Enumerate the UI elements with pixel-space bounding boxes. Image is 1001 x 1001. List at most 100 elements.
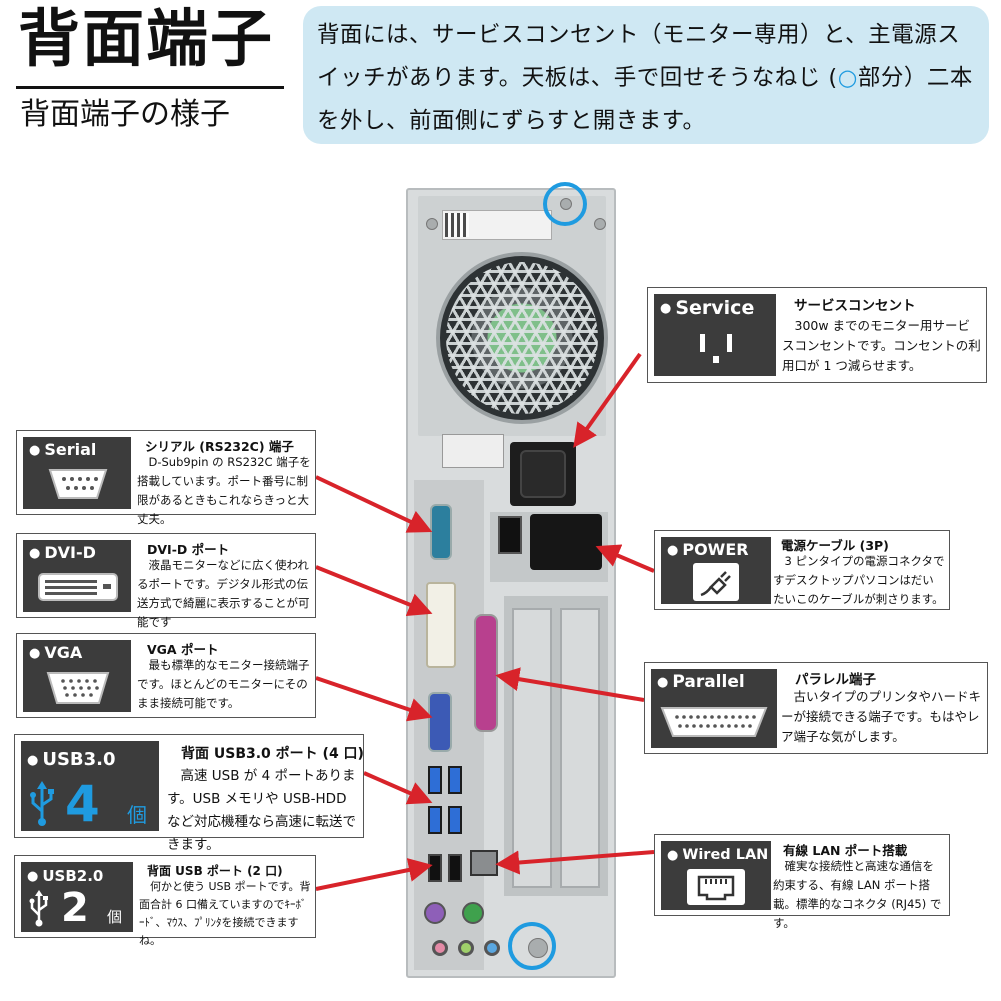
arrow-power: [595, 544, 655, 573]
usb3-port: [448, 766, 462, 794]
service-outlet: [510, 442, 576, 506]
screw-marker-glyph: ○: [837, 65, 858, 91]
callout-dvi: ●DVI-D DVI-D ポート 液晶モニターなどに広く使われるポートです。デジ…: [16, 533, 316, 629]
tag-label: VGA: [44, 643, 83, 662]
callout-title: 電源ケーブル (3P): [781, 538, 889, 553]
tag-vga: ●VGA: [23, 640, 131, 712]
parallel-port-icon: [660, 707, 768, 737]
callout-title: VGA ポート: [147, 642, 219, 657]
screw-marker-ring: [543, 182, 587, 226]
slot-cover: [512, 608, 552, 888]
arrow-vga: [315, 676, 433, 722]
tag-label: Wired LAN: [682, 847, 769, 863]
tag-usb3: ●USB3.0 4 個: [21, 741, 159, 831]
callout-title: DVI-D ポート: [147, 542, 230, 557]
callout-serial: ●Serial シリアル (RS232C) 端子 D-Sub9pin の RS2…: [16, 430, 316, 526]
callout-power: ●POWER 電源ケーブル (3P) 3 ピンタイプの電源コネクタですデスクトッ…: [654, 530, 950, 610]
dvi-port-icon: [38, 573, 118, 601]
cooling-fan: [436, 252, 608, 424]
callout-title: 有線 LAN ポート搭載: [783, 843, 908, 858]
callout-usb2: ●USB2.0 2 個 背面 USB ポート (2 口) 何かと使う USB ポ…: [14, 855, 316, 947]
intro-text-cont: 部分）二本を外し、前面側にずらすと開きます。: [317, 65, 973, 134]
serial-number-sticker: [442, 210, 552, 240]
power-plug-icon: [693, 563, 739, 601]
callout-title: パラレル端子: [795, 672, 876, 688]
vga-port: [428, 692, 452, 752]
tag-label: USB3.0: [42, 749, 116, 770]
usb-icon: [29, 890, 48, 927]
ps2-keyboard-port: [424, 902, 446, 924]
tag-label: Service: [675, 297, 755, 319]
tag-service: ●Service: [654, 294, 776, 376]
power-inlet: [530, 514, 602, 570]
callout-parallel: ●Parallel パラレル端子 古いタイプのプリンタやハードキーが接続できる端…: [644, 662, 988, 754]
audio-in-jack: [484, 940, 500, 956]
serial-port-icon: [48, 469, 108, 499]
tag-label: POWER: [682, 540, 749, 559]
warning-label: [442, 434, 504, 468]
arrow-dvi: [315, 565, 433, 616]
tag-lan: ●Wired LAN: [661, 841, 771, 910]
callout-title: 背面 USB3.0 ポート (4 口): [181, 746, 364, 762]
tag-parallel: ●Parallel: [651, 669, 777, 748]
usb2-unit: 個: [107, 908, 123, 926]
outlet-face: [520, 450, 566, 498]
callout-body: 300w までのモニター用サービスコンセントです。コンセントの利用口が 1 つ減…: [782, 318, 981, 373]
arrow-usb2: [315, 858, 433, 891]
usb3-unit: 個: [127, 803, 147, 827]
intro-text-box: 背面には、サービスコンセント（モニター専用）と、主電源スイッチがあります。天板は…: [303, 6, 989, 144]
screw-icon: [426, 218, 438, 230]
callout-title: シリアル (RS232C) 端子: [145, 439, 294, 454]
ps2-mouse-port: [462, 902, 484, 924]
callout-title: 背面 USB ポート (2 口): [147, 864, 283, 878]
arrow-parallel: [495, 667, 645, 702]
lan-port-icon: [687, 869, 745, 905]
tag-usb2: ●USB2.0 2 個: [21, 862, 133, 932]
qr-code: [445, 213, 469, 237]
pc-rear-panel: [406, 188, 616, 978]
usb2-count: 2: [61, 885, 89, 931]
screw-marker-ring: [508, 922, 556, 970]
callout-title: サービスコンセント: [794, 298, 916, 314]
callout-body: 何かと使う USB ポートです。背面合計 6 口備えていますのでｷｰﾎﾞｰﾄﾞ、…: [139, 880, 311, 947]
page-title: 背面端子: [18, 2, 275, 75]
tag-label: Parallel: [672, 672, 745, 692]
title-underline: [16, 86, 284, 89]
lan-port: [470, 850, 498, 876]
callout-body: 最も標準的なモニター接続端子です。ほとんどのモニターにそのまま接続可能です。: [137, 658, 310, 710]
usb3-port: [448, 806, 462, 834]
tag-serial: ●Serial: [23, 437, 131, 509]
psu-panel: [490, 512, 608, 582]
psu-area: [418, 196, 608, 436]
callout-lan: ●Wired LAN 有線 LAN ポート搭載 確実な接続性と高速な通信を約束す…: [654, 834, 950, 930]
callout-body: 古いタイプのプリンタやハードキーが接続できる端子です。もはやレア端子な気がします…: [781, 689, 982, 744]
usb-icon: [30, 781, 54, 826]
callout-vga: ●VGA VGA ポート 最も標準的なモニター接続端子です。ほとんどのモニターに…: [16, 633, 316, 718]
audio-mic-jack: [432, 940, 448, 956]
screw-icon: [594, 218, 606, 230]
audio-out-jack: [458, 940, 474, 956]
usb3-port: [428, 806, 442, 834]
usb3-count: 4: [65, 775, 100, 833]
intro-text: 背面には、サービスコンセント（モニター専用）と、主電源スイッチがあります。天板は…: [317, 22, 961, 91]
slot-cover: [560, 608, 600, 888]
arrow-lan: [495, 850, 655, 875]
tag-dvi: ●DVI-D: [23, 540, 131, 612]
page-subtitle: 背面端子の様子: [20, 97, 230, 132]
main-power-switch: [498, 516, 522, 554]
arrow-service: [573, 352, 642, 448]
callout-service: ●Service サービスコンセント 300w までのモニター用サービスコンセン…: [647, 287, 987, 383]
callout-body: 液晶モニターなどに広く使われるポートです。デジタル形式の伝送方式で綺麗に表示する…: [137, 558, 310, 629]
tag-power: ●POWER: [661, 537, 771, 604]
vga-port-icon: [46, 672, 110, 704]
outlet-icon: [700, 334, 732, 363]
callout-body: 高速 USB が 4 ポートあります。USB メモリや USB-HDD など対応…: [167, 768, 356, 853]
tag-label: Serial: [44, 440, 97, 459]
usb2-port: [448, 854, 462, 882]
fan-grille: [446, 262, 598, 414]
tag-label: DVI-D: [44, 543, 96, 562]
callout-usb3: ●USB3.0 4 個 背面 USB3.0 ポート (4 口) 高速 USB が…: [14, 734, 364, 853]
expansion-slots: [504, 596, 608, 896]
callout-body: 確実な接続性と高速な通信を約束する、有線 LAN ポート搭載。標準的なコネクタ …: [773, 859, 942, 930]
